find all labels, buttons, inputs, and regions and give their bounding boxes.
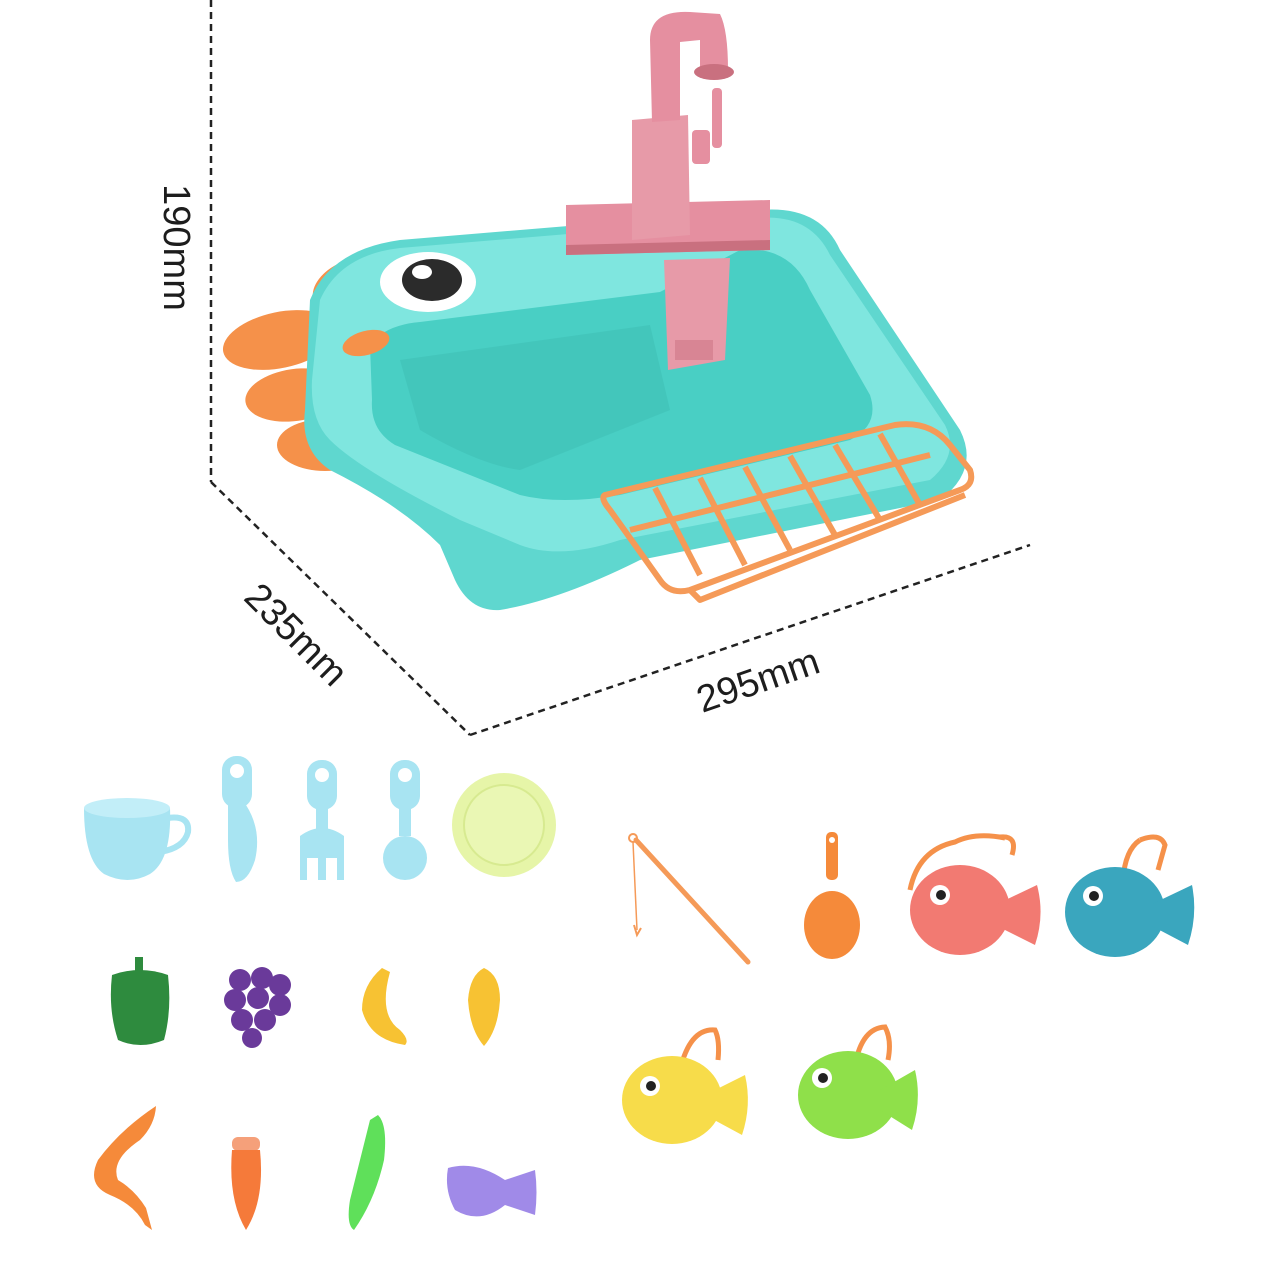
faucet-pink (632, 115, 690, 240)
grapes-item (224, 967, 291, 1048)
fish-food-item (446, 1165, 537, 1217)
fish-green-item (798, 1024, 918, 1139)
carrot-item (231, 1137, 262, 1230)
green-pepper-item (110, 957, 170, 1045)
dish-basket (600, 421, 975, 603)
cup-item (84, 798, 192, 880)
pea-pod-item (348, 1115, 386, 1230)
spoon-item (383, 760, 427, 880)
fish-blue-item (1065, 834, 1195, 957)
fork-item (300, 760, 344, 880)
fish-yellow-item (622, 1027, 748, 1144)
plate-item (452, 773, 556, 877)
fish-red-item (907, 833, 1041, 955)
fishing-rod-item (628, 833, 751, 965)
corn-item (468, 968, 500, 1046)
shrimp-item (94, 1106, 156, 1230)
net-scoop-item (804, 832, 860, 959)
banana-item (362, 968, 407, 1045)
knife-item (222, 756, 258, 882)
